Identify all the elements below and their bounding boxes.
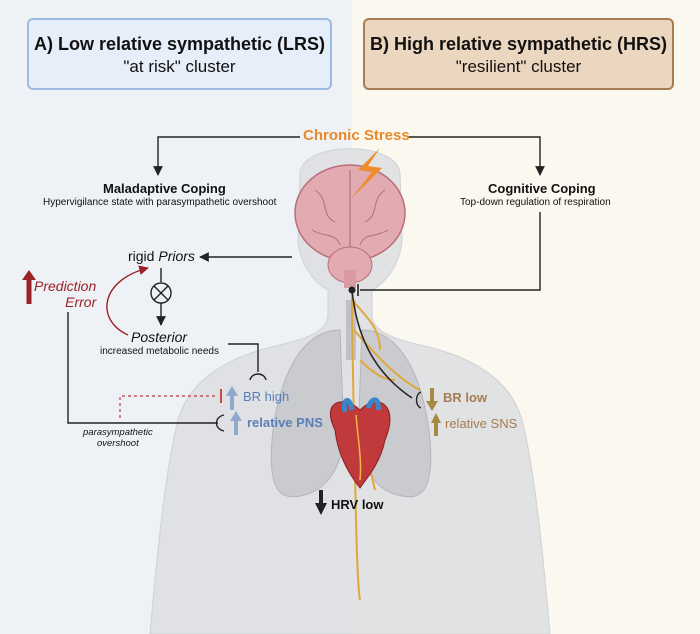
up-arrow-icon bbox=[22, 270, 36, 304]
rigid-priors-label: rigid Priors bbox=[128, 248, 195, 264]
maladaptive-desc: Hypervigilance state with parasympatheti… bbox=[43, 197, 277, 208]
panel-b-title: B) High relative sympathetic (HRS) bbox=[369, 34, 668, 54]
multiply-circle-icon bbox=[150, 282, 172, 304]
pns-to-error-line bbox=[67, 312, 218, 424]
overshoot-dashed-line bbox=[119, 395, 218, 418]
posterior-to-br-line bbox=[228, 343, 259, 372]
prediction-error-label: Prediction Error bbox=[34, 278, 96, 310]
overshoot-label: parasympathetic overshoot bbox=[83, 427, 153, 449]
relative-sns-label: relative SNS bbox=[445, 416, 518, 431]
panel-a-header: A) Low relative sympathetic (LRS) "at ri… bbox=[27, 18, 332, 90]
panel-b-subtitle: "resilient" cluster bbox=[455, 57, 582, 76]
lightning-bolt-icon bbox=[350, 148, 382, 200]
br-high-up-arrow-icon bbox=[226, 386, 238, 410]
sns-up-arrow-icon bbox=[431, 413, 441, 436]
maladaptive-title: Maladaptive Coping bbox=[103, 181, 226, 196]
hrv-down-arrow-icon bbox=[315, 490, 327, 515]
prediction-error-curve bbox=[106, 265, 149, 336]
pns-up-arrow-icon bbox=[230, 411, 242, 435]
prediction-word: Prediction bbox=[34, 278, 97, 294]
hrv-low-label: HRV low bbox=[331, 497, 384, 512]
br-low-down-arrow-icon bbox=[426, 388, 438, 411]
error-word: Error bbox=[65, 294, 97, 310]
overshoot-line1: parasympathetic bbox=[83, 427, 153, 438]
panel-b-header: B) High relative sympathetic (HRS) "resi… bbox=[363, 18, 674, 90]
vagus-line bbox=[351, 289, 413, 399]
cognitive-desc: Top-down regulation of respiration bbox=[460, 197, 611, 208]
stress-to-maladaptive-arrow bbox=[153, 136, 300, 176]
chronic-stress-label: Chronic Stress bbox=[303, 127, 410, 144]
cognitive-inhibit-line bbox=[360, 212, 541, 291]
body-silhouette bbox=[149, 148, 551, 634]
panel-a-title: A) Low relative sympathetic (LRS) bbox=[33, 34, 326, 54]
overshoot-line2: overshoot bbox=[96, 438, 139, 449]
priors-word: Priors bbox=[158, 248, 195, 264]
br-high-label: BR high bbox=[243, 389, 290, 404]
relative-pns-label: relative PNS bbox=[247, 415, 323, 430]
rigid-prefix: rigid bbox=[128, 248, 159, 264]
heart-icon bbox=[329, 397, 391, 489]
posterior-title: Posterior bbox=[131, 329, 188, 345]
br-low-label: BR low bbox=[443, 390, 488, 405]
panel-a-subtitle: "at risk" cluster bbox=[123, 57, 236, 76]
posterior-desc: increased metabolic needs bbox=[100, 346, 219, 357]
brain-icon bbox=[294, 164, 406, 288]
cognitive-title: Cognitive Coping bbox=[488, 181, 596, 196]
stress-to-cognitive-arrow bbox=[408, 136, 545, 176]
